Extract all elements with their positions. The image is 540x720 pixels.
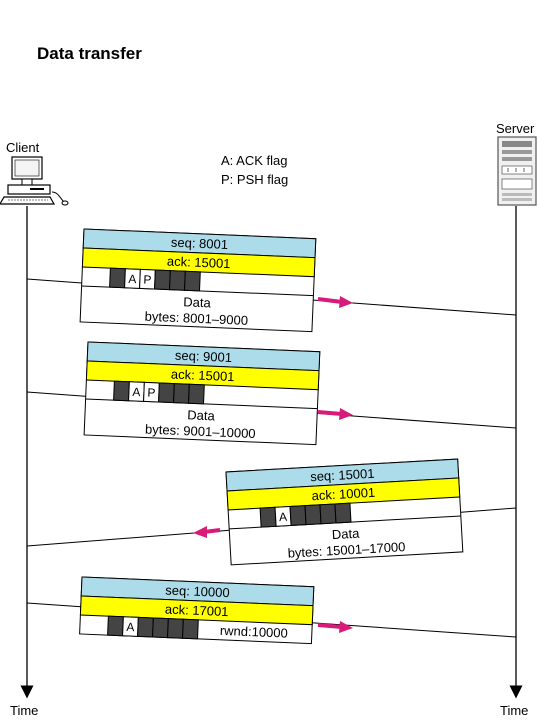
seq-value: seq: 15001: [310, 466, 375, 485]
direction-arrow-2: [317, 408, 353, 420]
flag-cell: [152, 617, 169, 639]
flag-cell: [319, 503, 337, 525]
ack-value: ack: 15001: [171, 367, 235, 385]
flag-cell: [109, 267, 126, 289]
segment-2: seq: 9001 ack: 15001 A P Data bytes: 900…: [83, 341, 321, 446]
seq-value: seq: 10000: [165, 583, 230, 601]
ack-value: ack: 10001: [311, 485, 375, 504]
psh-flag-label: P: [147, 386, 156, 400]
seq-value: seq: 8001: [171, 235, 229, 252]
data-label: Data: [332, 526, 361, 543]
legend-psh: P: PSH flag: [221, 172, 289, 187]
data-bytes: bytes: 8001–9000: [144, 309, 248, 328]
ack-value: ack: 17001: [165, 602, 229, 620]
ack-flag-label: A: [279, 510, 288, 524]
flag-cell: [107, 615, 124, 637]
flag-cell: [259, 506, 277, 528]
page-title: Data transfer: [37, 44, 142, 63]
direction-arrow-4: [317, 621, 353, 633]
data-bytes: bytes: 9001–10000: [145, 421, 256, 441]
flag-cell: [188, 383, 205, 405]
flag-cell: [154, 269, 171, 291]
client-label: Client: [6, 140, 40, 155]
rwnd-value: rwnd:10000: [220, 623, 289, 641]
legend-ack: A: ACK flag: [221, 153, 288, 168]
flag-cell: [184, 270, 201, 292]
seq-value: seq: 9001: [175, 348, 233, 365]
direction-arrow-1: [317, 296, 353, 308]
ack-flag-label: A: [126, 620, 135, 634]
flag-cell: [167, 618, 184, 639]
data-label: Data: [183, 294, 212, 310]
flag-cell: [113, 380, 130, 402]
ack-flag-label: A: [132, 385, 141, 399]
flag-cell: [173, 383, 190, 404]
server-icon: [497, 136, 537, 206]
psh-flag-label: P: [143, 273, 152, 287]
flag-cell: [182, 618, 199, 640]
flag-legend: A: ACK flag P: PSH flag: [221, 151, 288, 189]
flag-cell: [334, 502, 352, 524]
flag-cell: [304, 504, 322, 526]
server-label: Server: [496, 121, 535, 136]
flag-cell: [289, 505, 307, 526]
segment-4: seq: 10000 ack: 17001 A rwnd:10000: [79, 576, 315, 645]
data-label: Data: [187, 407, 216, 423]
segment-1: seq: 8001 ack: 15001 A P Data bytes: 800…: [79, 228, 317, 333]
ack-flag-label: A: [128, 272, 137, 286]
flag-cell: [137, 616, 154, 638]
flag-cell: [158, 382, 175, 404]
flag-cell: [169, 270, 186, 291]
segment-3: seq: 15001 ack: 10001 A Data bytes: 1500…: [225, 458, 464, 566]
server-time-label: Time: [500, 703, 529, 718]
data-bytes: bytes: 15001–17000: [287, 539, 405, 561]
ack-value: ack: 15001: [167, 254, 231, 272]
direction-arrow-3: [193, 526, 221, 538]
client-time-label: Time: [10, 703, 39, 718]
client-computer-icon: [0, 156, 69, 206]
